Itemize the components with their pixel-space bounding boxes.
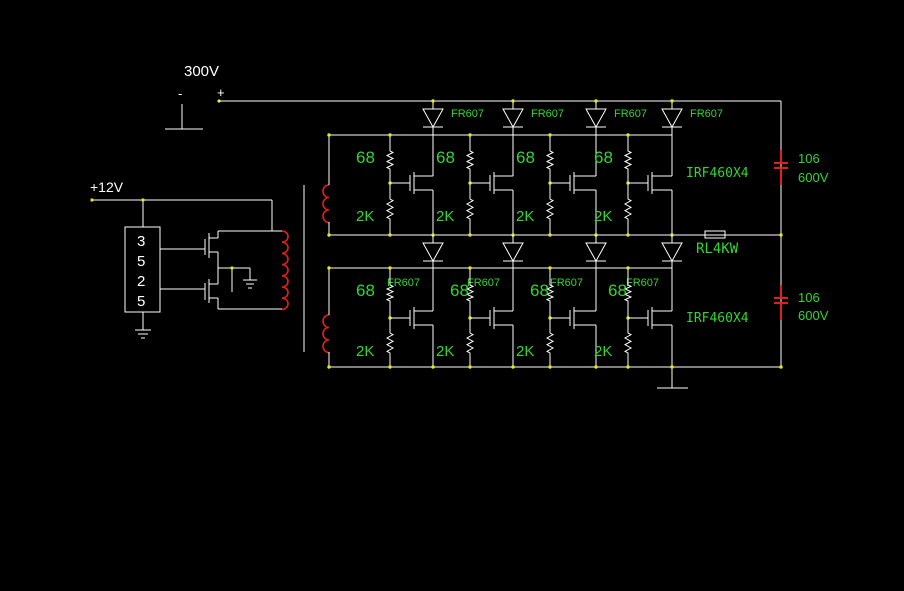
pull-res-bottom-label-1: 2K (356, 343, 374, 360)
mosfet-top-label: IRF460X4 (686, 166, 749, 181)
diode-bottom-label-1: FR607 (387, 277, 420, 289)
diode-bottom-3 (585, 242, 607, 263)
mosfet-top-1 (390, 135, 434, 235)
mosfet-top-4 (628, 135, 673, 235)
diode-bottom-1 (422, 242, 444, 263)
secondary-winding-top (322, 184, 330, 224)
mosfet-bottom-3 (550, 300, 597, 367)
gate-res-top-label-1: 68 (356, 148, 375, 167)
pull-resistor-bottom-1 (385, 330, 395, 356)
bottom-bank-wiring (328, 267, 781, 389)
gate-res-bottom-label-2: 68 (450, 281, 469, 300)
gate-res-top-label-3: 68 (516, 148, 535, 167)
pull-res-bottom-label-2: 2K (436, 343, 454, 360)
mosfet-top-2 (470, 135, 514, 235)
gate-resistor-top-1 (385, 148, 395, 172)
supply-hv-label: 300V (184, 63, 219, 80)
diode-bottom-label-3: FR607 (550, 277, 583, 289)
mosfet-bottom-4 (628, 300, 673, 367)
gate-resistor-top-3 (545, 148, 555, 172)
mosfet-top-3 (550, 135, 597, 235)
cap-top-value: 106 (798, 151, 820, 166)
top-bank-wiring (328, 134, 781, 236)
ic-3525 (124, 226, 161, 313)
pull-res-top-label-4: 2K (594, 208, 612, 225)
capacitor-top (774, 150, 788, 185)
pull-resistor-bottom-3 (545, 330, 555, 356)
gate-resistor-top-4 (623, 148, 633, 172)
diode-top-label-3: FR607 (614, 108, 647, 120)
ic-digit-1: 3 (137, 233, 145, 250)
gate-res-bottom-label-4: 68 (608, 281, 627, 300)
supply-plus-label: + (217, 85, 225, 100)
cap-top-voltage: 600V (798, 170, 829, 185)
supply-lv-label: +12V (90, 179, 124, 195)
diode-top-1 (422, 108, 444, 129)
gate-res-top-label-4: 68 (594, 148, 613, 167)
ic-digit-3: 2 (137, 273, 145, 290)
cap-bottom-voltage: 600V (798, 308, 829, 323)
hv-ground-symbol (165, 104, 203, 130)
mosfet-bottom-1 (390, 300, 434, 367)
gate-resistor-bottom-2 (465, 282, 475, 304)
diode-top-label-1: FR607 (451, 108, 484, 120)
pull-resistor-bottom-2 (465, 330, 475, 356)
gate-resistor-bottom-4 (623, 282, 633, 304)
gate-res-top-label-2: 68 (436, 148, 455, 167)
supply-minus-label: - (178, 86, 182, 101)
mosfet-bottom-label: IRF460X4 (686, 311, 749, 326)
diode-bottom-2 (502, 242, 524, 263)
diode-bottom-4 (661, 242, 683, 263)
pull-resistor-top-2 (465, 196, 475, 222)
secondary-winding-bottom (322, 314, 330, 354)
capacitor-bottom (774, 285, 788, 320)
pull-resistor-top-4 (623, 196, 633, 222)
diode-top-label-2: FR607 (531, 108, 564, 120)
ic-digit-2: 5 (137, 253, 145, 270)
component-layer: FR607682KFR607682KFR607682KFR607682KFR60… (327, 99, 783, 369)
diode-top-3 (585, 108, 607, 129)
gate-resistor-top-2 (465, 148, 475, 172)
gate-resistor-bottom-1 (385, 282, 395, 304)
gate-res-bottom-label-1: 68 (356, 281, 375, 300)
diode-top-4 (661, 108, 683, 129)
diode-top-label-4: FR607 (690, 108, 723, 120)
gate-resistor-bottom-3 (545, 282, 555, 304)
diode-bottom-label-2: FR607 (467, 277, 500, 289)
driver-mosfets (160, 230, 272, 310)
pull-resistor-top-1 (385, 196, 395, 222)
load-label: RL4KW (696, 241, 739, 257)
lv-wiring (92, 199, 282, 339)
ic-digit-4: 5 (137, 293, 145, 310)
pull-res-top-label-3: 2K (516, 208, 534, 225)
pull-res-bottom-label-4: 2K (594, 343, 612, 360)
pull-res-top-label-2: 2K (436, 208, 454, 225)
mosfet-bottom-2 (470, 300, 514, 367)
pull-res-top-label-1: 2K (356, 208, 374, 225)
pull-resistor-top-3 (545, 196, 555, 222)
gate-res-bottom-label-3: 68 (530, 281, 549, 300)
diode-bottom-label-4: FR607 (626, 277, 659, 289)
load-resistor (704, 230, 726, 239)
diode-top-2 (502, 108, 524, 129)
pull-res-bottom-label-3: 2K (516, 343, 534, 360)
primary-winding (281, 230, 289, 311)
cap-bottom-value: 106 (798, 290, 820, 305)
pull-resistor-bottom-4 (623, 330, 633, 356)
